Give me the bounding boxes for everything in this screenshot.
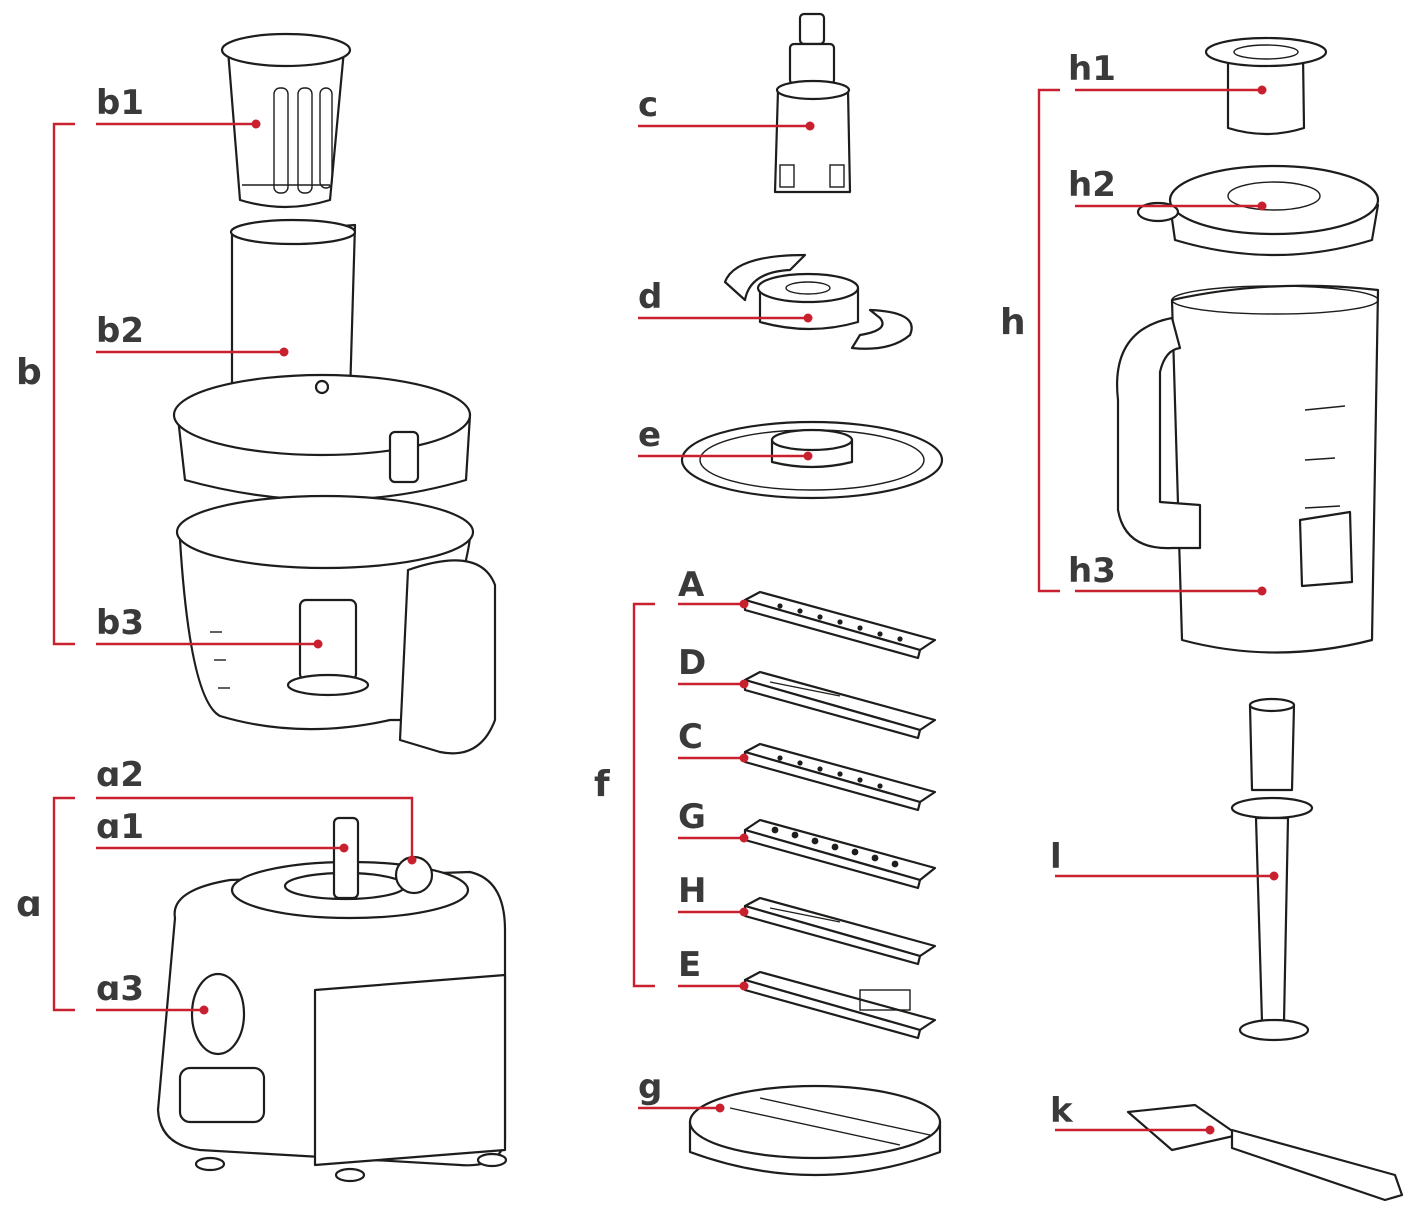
label-k: k (1050, 1091, 1074, 1131)
feed-tube-lid-b2-illustration (172, 218, 472, 502)
group-a-bracket (52, 796, 75, 1012)
label-h1: h1 (1068, 49, 1116, 89)
leader-h3 (1075, 586, 1267, 596)
pusher-l-illustration (1230, 697, 1314, 1042)
disc-e-illustration (680, 420, 944, 500)
leader-H (678, 907, 749, 917)
leader-a2 (96, 796, 417, 865)
leader-E (678, 981, 749, 991)
label-h: h (1000, 302, 1026, 343)
label-C: C (678, 717, 703, 757)
leader-k (1055, 1125, 1215, 1135)
leader-g (638, 1103, 725, 1113)
pusher-b1-illustration (220, 32, 352, 209)
motor-base-a-illustration (156, 816, 508, 1183)
group-b-bracket (52, 122, 75, 646)
label-c: c (638, 85, 658, 125)
leader-G (678, 833, 749, 843)
leader-b1 (96, 119, 261, 129)
label-E: E (678, 945, 701, 985)
label-a3: ɑ3 (96, 969, 144, 1009)
leader-h2 (1075, 201, 1267, 211)
spatula-k-illustration (1126, 1103, 1404, 1202)
disc-holder-g-illustration (688, 1084, 942, 1177)
label-d: d (638, 277, 662, 317)
measuring-cap-h1-illustration (1204, 36, 1328, 136)
label-b3: b3 (96, 603, 144, 643)
leader-l (1055, 871, 1279, 881)
leader-b3 (96, 639, 323, 649)
blender-jug-h3-illustration (1116, 284, 1380, 654)
label-h3: h3 (1068, 551, 1116, 591)
leader-h1 (1075, 85, 1267, 95)
leader-a1 (96, 843, 349, 853)
label-H: H (678, 871, 706, 911)
bowl-b3-illustration (175, 494, 497, 755)
label-b2: b2 (96, 311, 144, 351)
label-l: l (1050, 837, 1062, 877)
blade-d-illustration (723, 253, 913, 350)
label-G: G (678, 797, 706, 837)
label-A: A (678, 565, 705, 605)
label-a2: ɑ2 (96, 755, 144, 795)
group-h-bracket (1037, 88, 1060, 593)
label-a1: ɑ1 (96, 807, 144, 847)
blender-lid-h2-illustration (1136, 164, 1380, 257)
leader-d (638, 313, 813, 323)
label-e: e (638, 415, 661, 455)
leader-c (638, 121, 815, 131)
label-D: D (678, 643, 706, 683)
leader-e (638, 451, 813, 461)
label-a: ɑ (16, 884, 42, 925)
blade-inserts-f-illustration (743, 590, 937, 1040)
leader-D (678, 679, 749, 689)
label-b1: b1 (96, 83, 144, 123)
spindle-c-illustration (773, 12, 852, 194)
leader-A (678, 599, 749, 609)
label-f: f (594, 764, 610, 805)
leader-a3 (96, 1005, 209, 1015)
label-h2: h2 (1068, 165, 1116, 205)
label-g: g (638, 1067, 662, 1107)
label-b: b (16, 352, 42, 393)
leader-C (678, 753, 749, 763)
group-f-bracket (632, 602, 655, 988)
leader-b2 (96, 347, 289, 357)
